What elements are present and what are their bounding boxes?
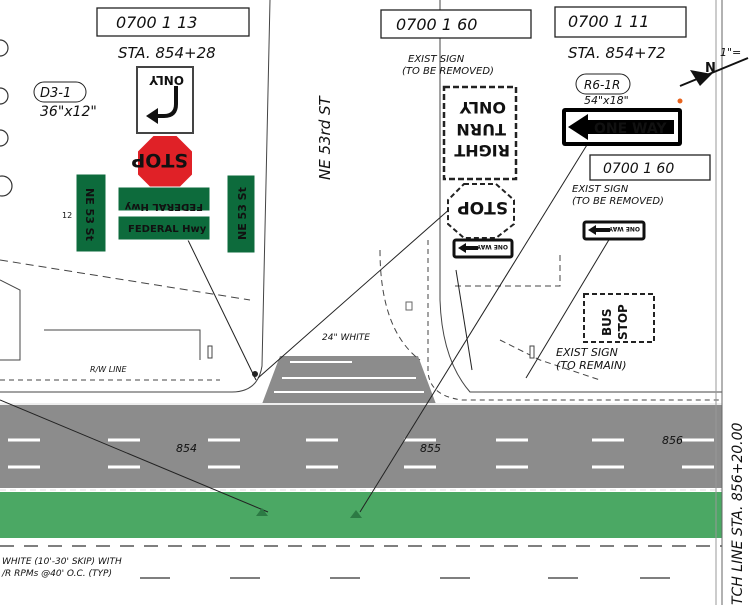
exist-remain-line1: EXIST SIGN	[556, 346, 618, 359]
bus-stop-line1: BUS	[600, 308, 614, 336]
stop-sign-text: STOP	[131, 149, 188, 171]
r6-tag-text: R6-1R	[584, 78, 620, 92]
small-one-way-mid-arrow	[458, 243, 478, 253]
white-stop-bar-label: 24" WHITE	[322, 333, 370, 343]
right-turn-only-sign	[442, 85, 518, 181]
ne53-sign-left	[75, 173, 107, 253]
property-linework	[0, 0, 723, 605]
station-854-label: 854	[176, 442, 197, 455]
left-station-text: STA. 854+28	[118, 44, 216, 62]
lower-pavement-marks	[0, 545, 722, 579]
exist-sign-top-line1: EXIST SIGN	[408, 54, 465, 65]
exist-sign-right-line1: EXIST SIGN	[572, 184, 629, 195]
ne53-right-text: NE 53 St	[236, 187, 249, 240]
post-marker-1	[207, 345, 213, 359]
mid-code-box	[380, 9, 532, 39]
north-arrow-letter: N	[705, 61, 716, 76]
r6-size-text: 54"x18"	[584, 94, 629, 107]
street-name-upper-text: FEDERAL Hwy	[124, 201, 203, 212]
small-number: 12	[62, 211, 72, 220]
d3-tag-box	[33, 81, 87, 103]
street-name-sign-lower	[117, 215, 211, 241]
station-856-label: 856	[662, 434, 683, 447]
post-marker-3	[405, 301, 413, 311]
pavement-note-line1: WHITE (10'-30' SKIP) WITH	[2, 557, 122, 567]
one-way-sign-text: ONE WAY	[594, 121, 667, 137]
small-one-way-right-arrow	[588, 225, 610, 235]
sign-leader-lines	[0, 139, 611, 513]
small-one-way-mid	[452, 238, 514, 259]
bus-stop-line2: STOP	[616, 304, 630, 340]
bus-stop-sign	[583, 293, 655, 343]
post-marker-2	[529, 345, 535, 359]
pavement-note-line2: /R RPMs @40' O.C. (TYP)	[1, 569, 112, 579]
d3-size-text: 36"x12"	[40, 104, 97, 120]
sign-post-markers	[256, 508, 362, 518]
mid-code-text: 0700 1 60	[396, 15, 477, 34]
turn-arrow-icon	[156, 86, 178, 118]
north-arrow-icon	[677, 57, 749, 104]
stop-sign-removed	[447, 183, 515, 239]
arrow-head-icon	[146, 108, 158, 124]
bike-lane-green	[0, 492, 722, 538]
roadway-surface	[0, 404, 722, 488]
only-arrow-sign	[136, 66, 194, 134]
stop-removed-text: STOP	[457, 197, 508, 217]
right-code-box-2	[589, 154, 711, 181]
left-code-text: 0700 1 13	[116, 13, 197, 32]
r6-tag-box	[575, 73, 631, 95]
street-name-label: NE 53rd ST	[316, 94, 334, 180]
right-turn-only-line3: ONLY	[459, 98, 506, 117]
right-turn-only-line1: RIGHT	[454, 141, 510, 160]
exist-remain-line2: (TO REMAIN)	[556, 359, 627, 372]
d3-tag-text: D3-1	[40, 86, 71, 101]
lane-skip-marks	[8, 438, 714, 469]
right-code-text-2: 0700 1 60	[603, 161, 674, 177]
match-line-label: TCH LINE STA. 856+20.00	[730, 422, 746, 605]
left-code-box	[96, 7, 250, 37]
exist-sign-right-line2: (TO BE REMOVED)	[572, 196, 664, 207]
right-code-box	[554, 6, 687, 38]
side-street-pavement	[262, 356, 436, 404]
left-edge-callouts	[0, 39, 13, 197]
exist-sign-top-line2: (TO BE REMOVED)	[402, 66, 494, 77]
station-855-label: 855	[420, 442, 441, 455]
street-name-sign-upper	[117, 186, 211, 212]
only-sign-text: ONLY	[149, 73, 184, 87]
small-one-way-right-text: ONE WAY	[608, 225, 640, 232]
small-one-way-mid-text: ONE WAY	[476, 243, 508, 250]
street-name-lower-text: FEDERAL Hwy	[128, 224, 207, 235]
right-turn-only-line2: TURN	[456, 120, 506, 139]
right-code-text: 0700 1 11	[568, 12, 649, 31]
one-way-arrow-icon	[568, 114, 674, 140]
sign-location-dot	[252, 371, 258, 377]
ne53-left-text: NE 53 St	[83, 188, 96, 241]
right-station-text: STA. 854+72	[568, 44, 666, 62]
scale-label: 1"=	[720, 46, 741, 59]
rw-line-label: R/W LINE	[90, 365, 128, 374]
side-street-markings	[274, 361, 424, 393]
small-one-way-right	[582, 220, 646, 241]
ne53-sign-right	[226, 174, 256, 254]
